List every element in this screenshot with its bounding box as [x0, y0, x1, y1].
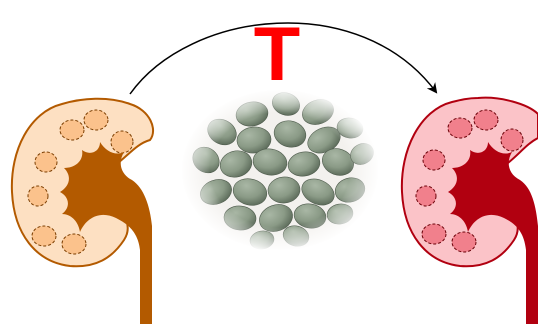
healthy-kidney-icon — [12, 99, 153, 324]
seeds-pile-image — [180, 88, 380, 252]
center-label: T — [254, 12, 300, 97]
damaged-kidney-icon — [402, 98, 538, 324]
